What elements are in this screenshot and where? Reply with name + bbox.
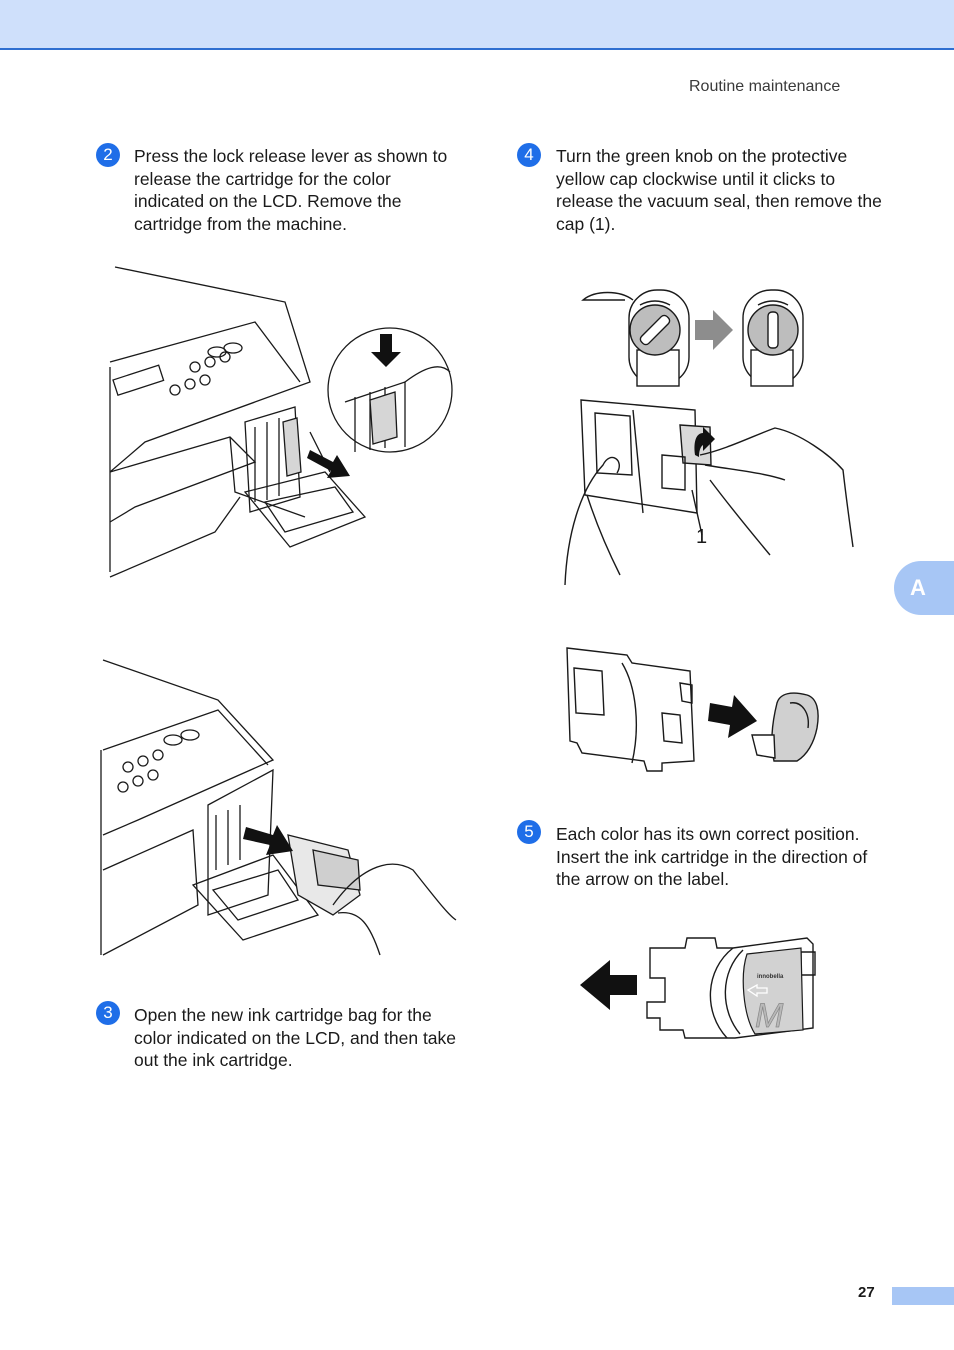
step-5-text: Each color has its own correct position.… xyxy=(556,824,868,889)
page-header-title: Routine maintenance xyxy=(689,78,841,95)
step-4-badge: 4 xyxy=(517,143,541,167)
label-brand-text: innobella xyxy=(757,974,784,980)
page-number: 27 xyxy=(858,1284,875,1301)
footer-band xyxy=(892,1287,954,1305)
step-2-text: Press the lock release lever as shown to… xyxy=(134,146,448,234)
step-5-badge: 5 xyxy=(517,820,541,844)
callout-1: 1 xyxy=(696,526,708,548)
step-3-text: Open the new ink cartridge bag for the c… xyxy=(134,1005,457,1070)
appendix-tab: A xyxy=(894,561,954,615)
step-2-badge: 2 xyxy=(96,143,120,167)
step-3-badge: 3 xyxy=(96,1001,120,1025)
cartridge-label-figure: innobella M xyxy=(580,937,816,1039)
step-4-text: Turn the green knob on the protective ye… xyxy=(556,146,882,234)
cap-removed-figure xyxy=(566,647,819,772)
header-band xyxy=(0,0,954,50)
cap-twist-figure xyxy=(564,289,854,585)
label-color-letter: M xyxy=(755,997,784,1035)
printer-remove-cartridge-figure xyxy=(100,659,457,956)
printer-lock-release-figure xyxy=(109,266,453,578)
